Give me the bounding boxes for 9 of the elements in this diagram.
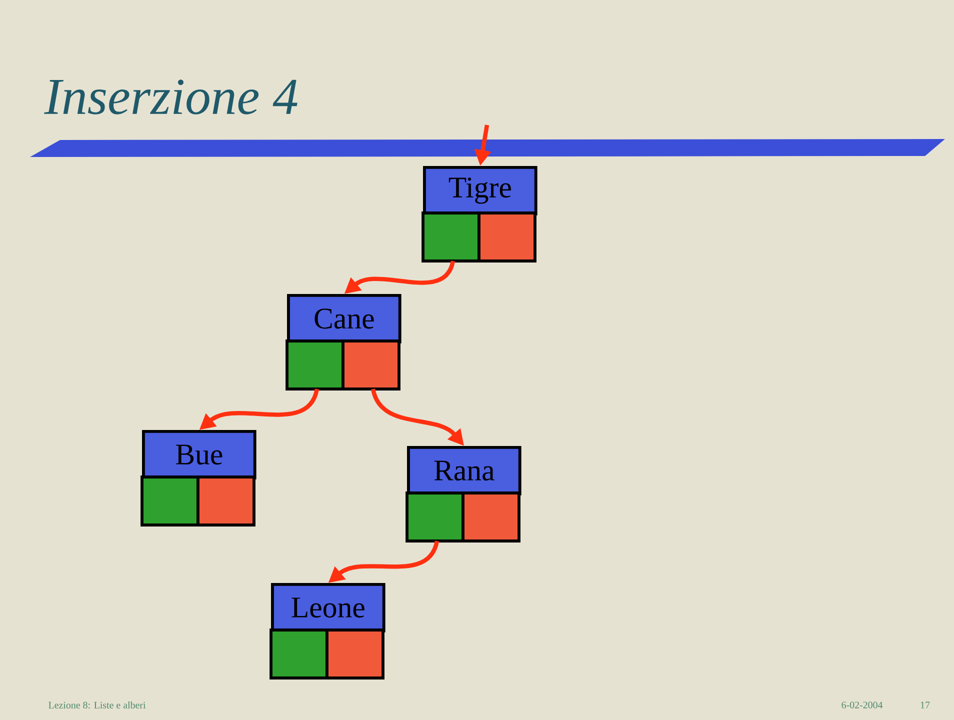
footer-text: Lezione 8: Liste e alberi [48,701,146,709]
tree-node-box: Rana [406,446,522,542]
tree-node-box: Tigre [422,166,538,262]
tree-node-box: Cane [286,294,402,390]
tree-node-box: Bue [140,430,256,526]
title: Inserzione 4 [44,80,298,114]
footer-date: 6-02-2004 [842,702,883,708]
tree-node-box: Leone [270,583,386,680]
page-number: 17 [920,702,930,708]
